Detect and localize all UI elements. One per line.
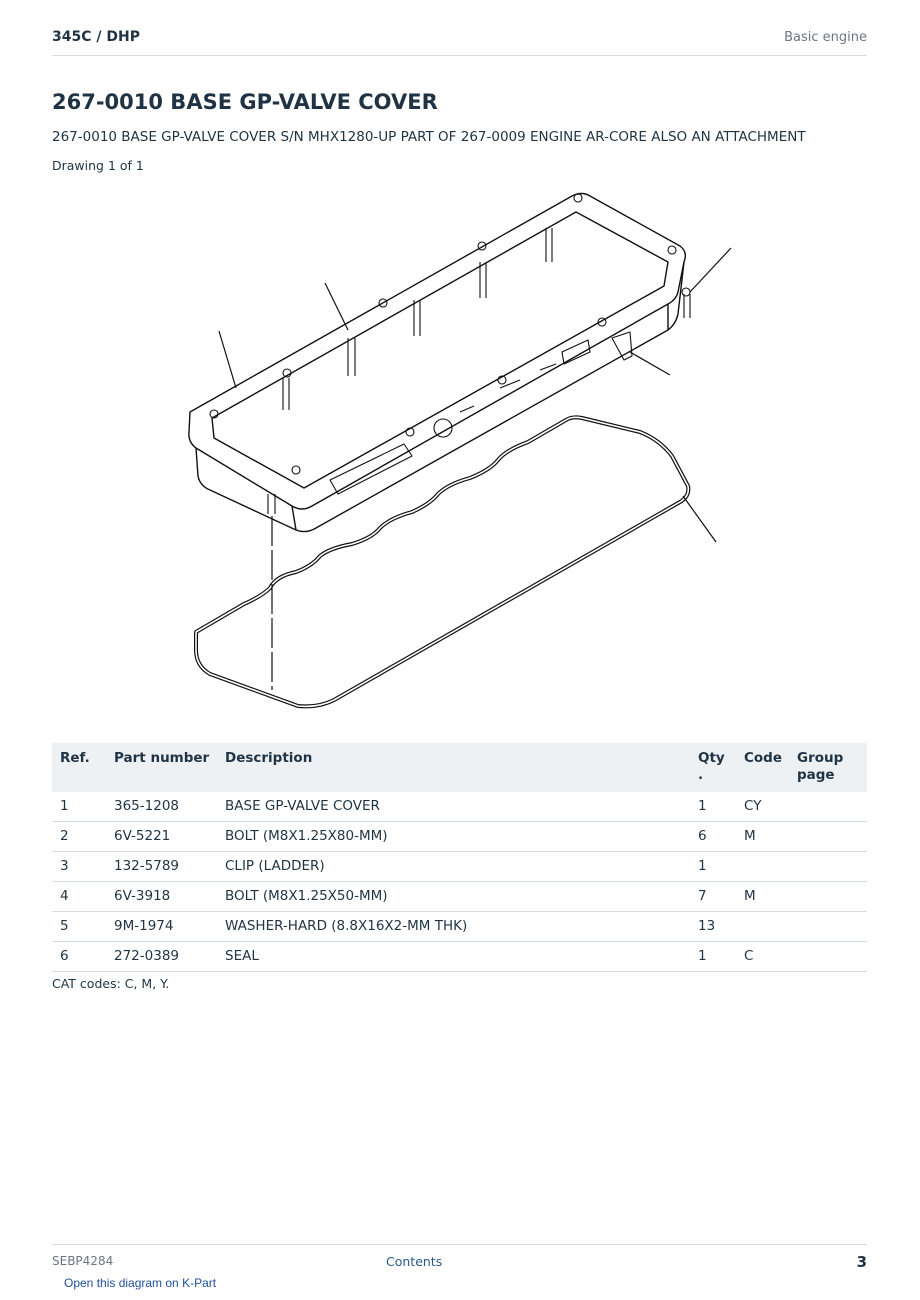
ref-cell: 2 bbox=[52, 821, 106, 852]
ref-cell: 3 bbox=[52, 851, 106, 882]
col-header-part-number: Part number bbox=[106, 743, 217, 792]
qty-cell: 7 bbox=[690, 881, 736, 912]
leader-line-seal bbox=[682, 495, 717, 543]
table-row: 1 365-1208 BASE GP-VALVE COVER 1 CY bbox=[52, 792, 867, 822]
valve-cover-inner-rim bbox=[211, 211, 669, 489]
code-cell: M bbox=[736, 881, 789, 912]
table-row: 4 6V-3918 BOLT (M8X1.25X50-MM) 7 M bbox=[52, 881, 867, 912]
page-title: 267-0010 BASE GP-VALVE COVER bbox=[52, 90, 438, 114]
parts-table: Ref. Part number Description Qty . Code … bbox=[52, 743, 867, 972]
code-cell bbox=[736, 911, 789, 942]
description-cell: BOLT (M8X1.25X80-MM) bbox=[217, 821, 690, 852]
description-cell: CLIP (LADDER) bbox=[217, 851, 690, 882]
group-page-cell bbox=[789, 881, 867, 912]
col-header-description: Description bbox=[217, 743, 690, 792]
group-page-cell bbox=[789, 792, 867, 822]
part-number-cell: 6V-5221 bbox=[106, 821, 217, 852]
ref-cell: 1 bbox=[52, 792, 106, 822]
ref-cell: 4 bbox=[52, 881, 106, 912]
col-header-ref: Ref. bbox=[52, 743, 106, 792]
part-number-cell: 365-1208 bbox=[106, 792, 217, 822]
col-header-group-page: Group page bbox=[789, 743, 867, 792]
description-cell: WASHER-HARD (8.8X16X2-MM THK) bbox=[217, 911, 690, 942]
description-cell: BOLT (M8X1.25X50-MM) bbox=[217, 881, 690, 912]
table-header-row: Ref. Part number Description Qty . Code … bbox=[52, 743, 867, 792]
valve-cover-rim bbox=[188, 192, 687, 510]
document-id: SEBP4284 bbox=[52, 1254, 114, 1268]
group-page-cell bbox=[789, 821, 867, 852]
leader-line-cover bbox=[218, 330, 237, 389]
cat-codes-note: CAT codes: C, M, Y. bbox=[52, 976, 170, 991]
drawing-label: Drawing 1 of 1 bbox=[52, 158, 144, 173]
page-subtitle: 267-0010 BASE GP-VALVE COVER S/N MHX1280… bbox=[52, 129, 806, 145]
leader-line-clip bbox=[629, 351, 671, 376]
page-footer: SEBP4284 Contents 3 bbox=[52, 1244, 867, 1275]
parts-diagram bbox=[188, 192, 732, 709]
part-number-cell: 272-0389 bbox=[106, 941, 217, 972]
description-cell: BASE GP-VALVE COVER bbox=[217, 792, 690, 822]
group-page-cell bbox=[789, 851, 867, 882]
table-row: 5 9M-1974 WASHER-HARD (8.8X16X2-MM THK) … bbox=[52, 911, 867, 942]
model-breadcrumb: 345C / DHP bbox=[52, 29, 140, 45]
description-cell: SEAL bbox=[217, 941, 690, 972]
col-header-qty: Qty . bbox=[690, 743, 736, 792]
table-row: 3 132-5789 CLIP (LADDER) 1 bbox=[52, 851, 867, 882]
qty-cell: 1 bbox=[690, 851, 736, 882]
part-number-cell: 9M-1974 bbox=[106, 911, 217, 942]
ref-cell: 6 bbox=[52, 941, 106, 972]
section-name: Basic engine bbox=[784, 30, 867, 45]
part-number-cell: 6V-3918 bbox=[106, 881, 217, 912]
open-diagram-link[interactable]: Open this diagram on K-Part bbox=[64, 1276, 217, 1290]
code-cell: C bbox=[736, 941, 789, 972]
group-page-cell bbox=[789, 911, 867, 942]
contents-link[interactable]: Contents bbox=[386, 1254, 443, 1269]
group-page-cell bbox=[789, 941, 867, 972]
table-row: 6 272-0389 SEAL 1 C bbox=[52, 941, 867, 972]
leader-line-washer bbox=[324, 282, 349, 331]
leader-line-bolt bbox=[689, 247, 732, 293]
col-header-code: Code bbox=[736, 743, 789, 792]
valve-cover-side-wall bbox=[195, 261, 685, 533]
page-number: 3 bbox=[856, 1253, 867, 1271]
table-row: 2 6V-5221 BOLT (M8X1.25X80-MM) 6 M bbox=[52, 821, 867, 852]
page-header: 345C / DHP Basic engine bbox=[52, 29, 867, 56]
code-cell bbox=[736, 851, 789, 882]
code-cell: M bbox=[736, 821, 789, 852]
qty-cell: 1 bbox=[690, 941, 736, 972]
qty-cell: 1 bbox=[690, 792, 736, 822]
code-cell: CY bbox=[736, 792, 789, 822]
qty-cell: 6 bbox=[690, 821, 736, 852]
ref-cell: 5 bbox=[52, 911, 106, 942]
seal-gasket bbox=[194, 415, 691, 709]
qty-cell: 13 bbox=[690, 911, 736, 942]
part-number-cell: 132-5789 bbox=[106, 851, 217, 882]
